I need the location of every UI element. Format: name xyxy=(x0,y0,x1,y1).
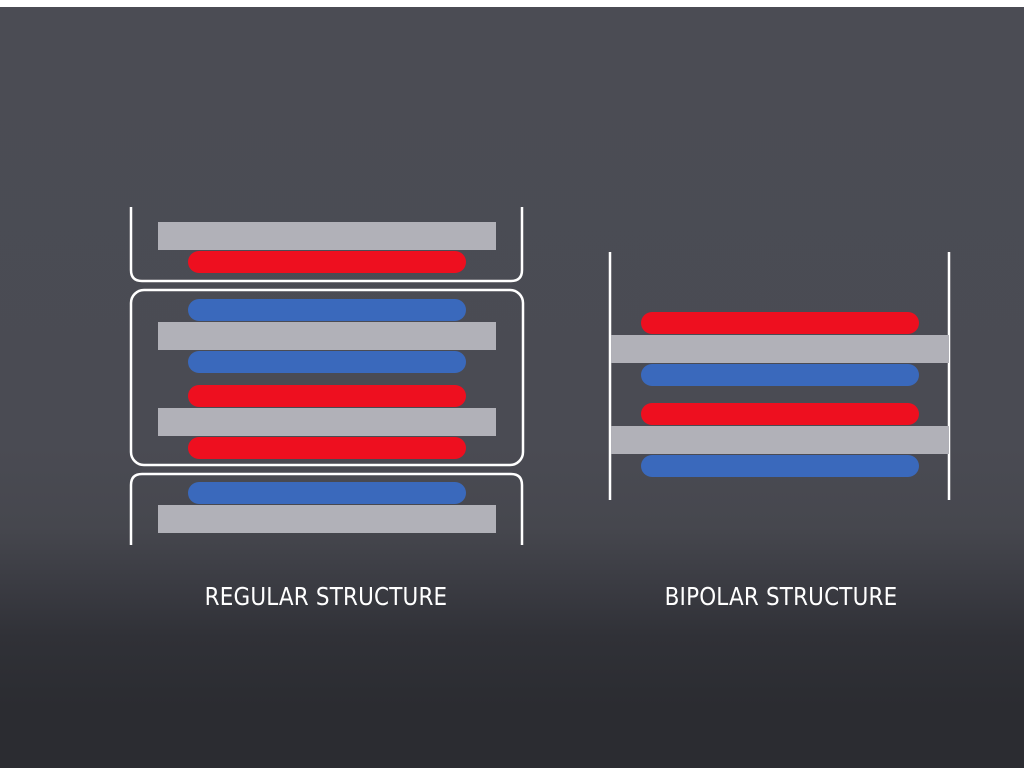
regular-electrode-red-2 xyxy=(188,385,466,407)
bipolar-electrode-blue-2 xyxy=(641,455,919,477)
battery-structure-diagram: REGULAR STRUCTURE BIPOLAR STRUCTURE xyxy=(0,7,1024,768)
bipolar-current-collector-2 xyxy=(611,426,949,454)
regular-electrode-blue-3 xyxy=(188,482,466,504)
bipolar-electrode-red-1 xyxy=(641,312,919,334)
regular-current-collector-3 xyxy=(158,408,496,436)
bipolar-structure-caption: BIPOLAR STRUCTURE xyxy=(664,582,898,611)
bipolar-current-collector-1 xyxy=(611,335,949,363)
bipolar-electrode-red-2 xyxy=(641,403,919,425)
regular-electrode-blue-1 xyxy=(188,299,466,321)
regular-structure xyxy=(129,207,525,545)
regular-electrode-blue-2 xyxy=(188,351,466,373)
regular-electrode-red-1 xyxy=(188,251,466,273)
regular-middle-cell-casing xyxy=(129,288,525,467)
regular-current-collector-4 xyxy=(158,505,496,533)
bipolar-structure xyxy=(608,252,951,500)
structure-comparison-svg xyxy=(129,207,951,545)
regular-electrode-red-3 xyxy=(188,437,466,459)
bipolar-electrode-blue-1 xyxy=(641,364,919,386)
regular-bottom-cell-casing xyxy=(129,472,524,545)
regular-current-collector-1 xyxy=(158,222,496,250)
regular-structure-caption: REGULAR STRUCTURE xyxy=(204,582,448,611)
regular-current-collector-2 xyxy=(158,322,496,350)
regular-top-cell-casing xyxy=(129,207,524,283)
